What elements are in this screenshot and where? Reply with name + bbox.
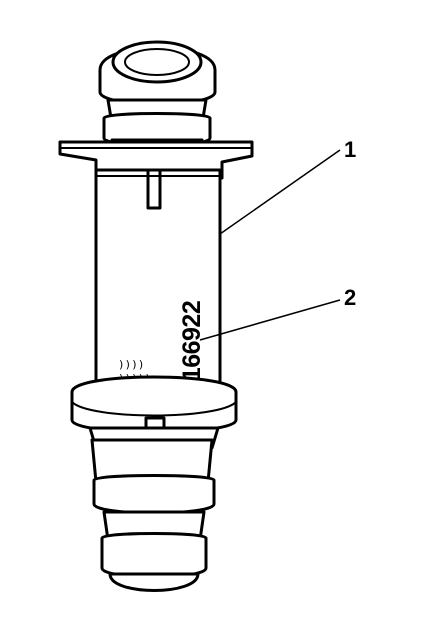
callout-2-label: 2 (344, 285, 356, 310)
callout-2-leader (199, 299, 341, 341)
injector-body (94, 168, 222, 408)
svg-text:)))): )))) (118, 358, 145, 371)
lower-nozzle (90, 438, 216, 592)
callout-1-leader (219, 149, 341, 235)
lower-collar (70, 375, 238, 450)
callout-1-label: 1 (344, 137, 356, 162)
top-connector (98, 40, 217, 157)
